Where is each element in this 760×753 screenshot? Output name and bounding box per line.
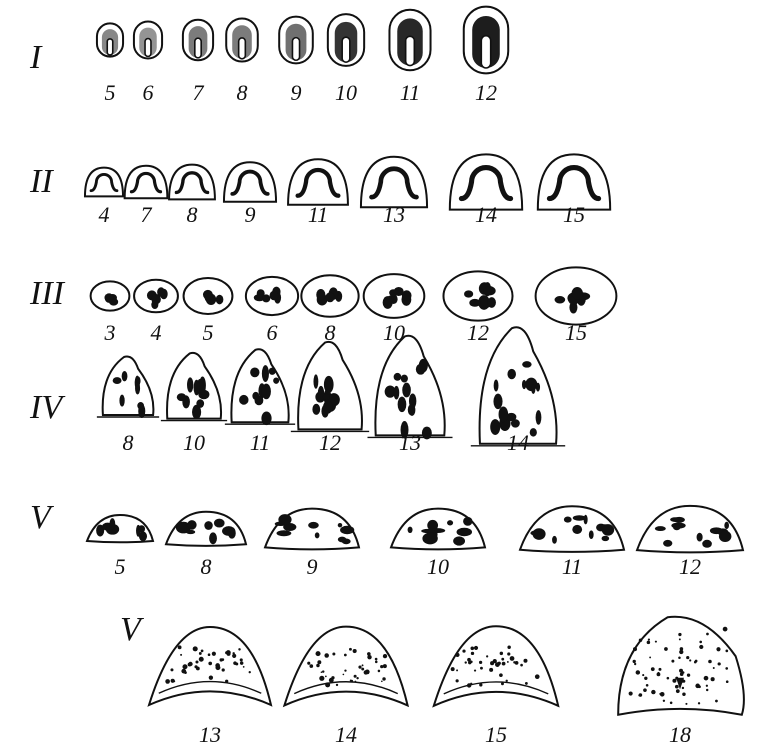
specimen-section [85, 168, 123, 197]
specimen-section [225, 349, 295, 425]
specimen-number: 15 [563, 202, 585, 227]
specimen-section [134, 22, 162, 59]
specimen-section [301, 275, 358, 317]
specimen-section [97, 357, 159, 419]
specimen-number: 11 [250, 430, 270, 455]
specimen-row: IV 8 10 11 12 13 14 [29, 327, 565, 455]
specimen-section [434, 626, 558, 706]
specimen-section [391, 509, 485, 550]
specimen-section [91, 281, 130, 310]
specimen-number: 12 [475, 80, 497, 105]
specimen-section [125, 166, 168, 198]
specimen-section [520, 506, 624, 552]
specimen-section [364, 274, 425, 318]
row-label: I [29, 39, 43, 76]
specimen-number: 14 [335, 722, 357, 747]
specimen-section [226, 18, 258, 61]
specimen-section [618, 617, 744, 715]
specimen-section [166, 512, 246, 546]
specimen-section [246, 277, 298, 315]
row-label: III [29, 275, 66, 312]
row-label: II [29, 163, 54, 200]
specimen-number: 12 [679, 554, 701, 579]
specimen-number: 5 [115, 554, 126, 579]
specimen-number: 10 [335, 80, 357, 105]
specimen-number: 4 [151, 320, 162, 345]
specimen-number: 8 [237, 80, 248, 105]
specimen-number: 7 [141, 202, 153, 227]
specimen-number: 6 [143, 80, 154, 105]
specimen-number: 7 [193, 80, 205, 105]
specimen-number: 10 [183, 430, 205, 455]
specimen-number: 8 [201, 554, 212, 579]
specimen-number: 6 [267, 320, 278, 345]
specimen-number: 10 [427, 554, 449, 579]
specimen-number: 5 [203, 320, 214, 345]
specimen-section [97, 23, 123, 56]
specimen-row: V 13 14 15 18 [120, 611, 744, 747]
specimen-number: 12 [319, 430, 341, 455]
specimen-section [265, 509, 359, 550]
specimen-section [284, 627, 407, 706]
specimen-section [389, 10, 430, 70]
row-label: V [120, 611, 145, 648]
specimen-section [367, 336, 452, 440]
specimen-number: 14 [507, 430, 529, 455]
specimen-section [184, 278, 233, 314]
specimen-section [361, 157, 427, 207]
specimen-section [224, 162, 276, 202]
specimen-section [536, 267, 617, 324]
specimen-section [169, 165, 215, 200]
specimen-number: 9 [307, 554, 318, 579]
specimen-number: 13 [383, 202, 405, 227]
specimen-row: II 4 7 8 9 11 13 14 15 [29, 154, 610, 227]
specimen-number: 15 [565, 320, 587, 345]
specimen-section [161, 353, 227, 421]
specimen-section [87, 515, 153, 542]
specimen-section [471, 327, 565, 446]
specimen-section [279, 17, 313, 64]
specimen-section [291, 342, 369, 432]
specimen-number: 13 [199, 722, 221, 747]
row-label: V [30, 499, 55, 536]
specimen-number: 12 [467, 320, 489, 345]
specimen-number: 8 [187, 202, 198, 227]
specimen-number: 11 [562, 554, 582, 579]
specimen-number: 11 [400, 80, 420, 105]
row-label: IV [29, 389, 66, 426]
specimen-number: 11 [308, 202, 328, 227]
specimen-number: 5 [105, 80, 116, 105]
specimen-number: 14 [475, 202, 497, 227]
specimen-section [134, 280, 178, 313]
specimen-number: 9 [245, 202, 256, 227]
specimen-number: 4 [99, 202, 110, 227]
specimen-section [328, 14, 364, 66]
specimen-row: V 5 8 9 10 11 12 [30, 499, 743, 579]
specimen-number: 13 [399, 430, 421, 455]
specimen-section [464, 7, 508, 74]
specimen-section [149, 627, 271, 705]
specimen-section [288, 159, 348, 205]
specimen-number: 3 [104, 320, 116, 345]
specimen-section [183, 20, 213, 61]
specimen-row: I 5 6 7 8 9 10 11 12 [29, 7, 508, 105]
specimen-number: 9 [291, 80, 302, 105]
specimen-section [637, 506, 743, 553]
specimen-number: 15 [485, 722, 507, 747]
specimen-number: 18 [669, 722, 691, 747]
specimen-section [443, 271, 512, 320]
specimen-number: 8 [123, 430, 134, 455]
